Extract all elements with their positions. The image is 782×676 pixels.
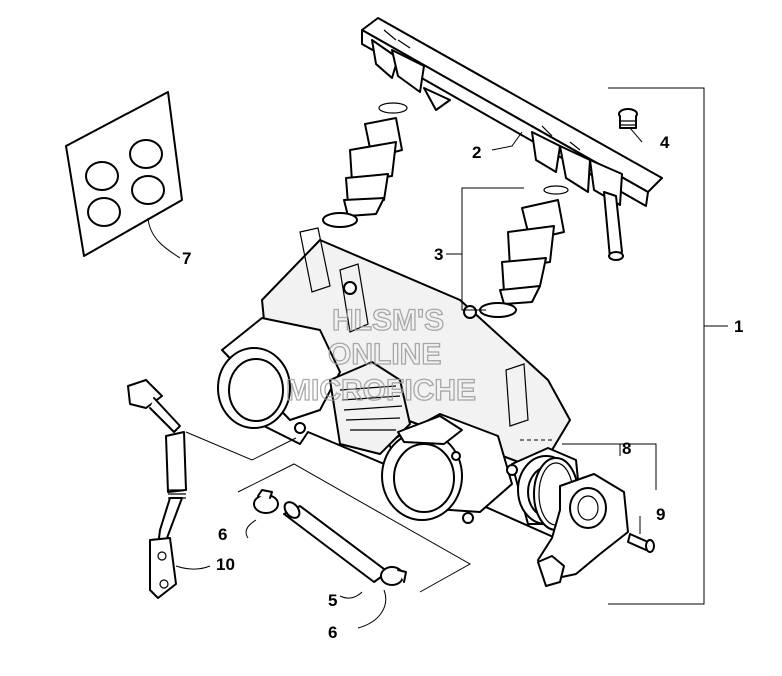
fuel-injector-left bbox=[322, 102, 408, 228]
callout-9: 9 bbox=[656, 505, 665, 524]
callout-4: 4 bbox=[660, 133, 670, 152]
callout-7: 7 bbox=[182, 249, 191, 268]
watermark-line-2: ONLINE bbox=[328, 338, 441, 371]
throttle-body-assembly bbox=[217, 227, 597, 541]
gasket-sheet-7 bbox=[65, 91, 183, 257]
throttle-position-sensor bbox=[537, 473, 629, 587]
callout-3: 3 bbox=[434, 245, 443, 264]
callout-5: 5 bbox=[328, 591, 337, 610]
callout-6-lower: 6 bbox=[328, 623, 337, 642]
callout-6-upper: 6 bbox=[218, 525, 227, 544]
callout-labels: 1 2 3 4 5 6 6 7 8 9 10 bbox=[182, 133, 743, 642]
hose-5 bbox=[283, 501, 389, 583]
hose-clamp-upper bbox=[253, 489, 279, 514]
watermark-line-3: MICROFICHE bbox=[286, 374, 476, 407]
fuel-injector-right bbox=[479, 185, 569, 318]
callout-10: 10 bbox=[216, 555, 235, 574]
screw-4 bbox=[618, 108, 638, 129]
watermark: HLSM'S ONLINE MICROFICHE bbox=[285, 303, 476, 407]
watermark-line-1: HLSM'S bbox=[332, 304, 444, 337]
callout-8: 8 bbox=[622, 439, 631, 458]
screw-9 bbox=[627, 533, 655, 553]
cable-10 bbox=[127, 379, 187, 599]
callout-1: 1 bbox=[734, 317, 743, 336]
leader-lines bbox=[147, 87, 728, 629]
fuel-rail bbox=[361, 17, 663, 261]
callout-2: 2 bbox=[472, 143, 481, 162]
hose-clamp-lower bbox=[380, 566, 407, 586]
